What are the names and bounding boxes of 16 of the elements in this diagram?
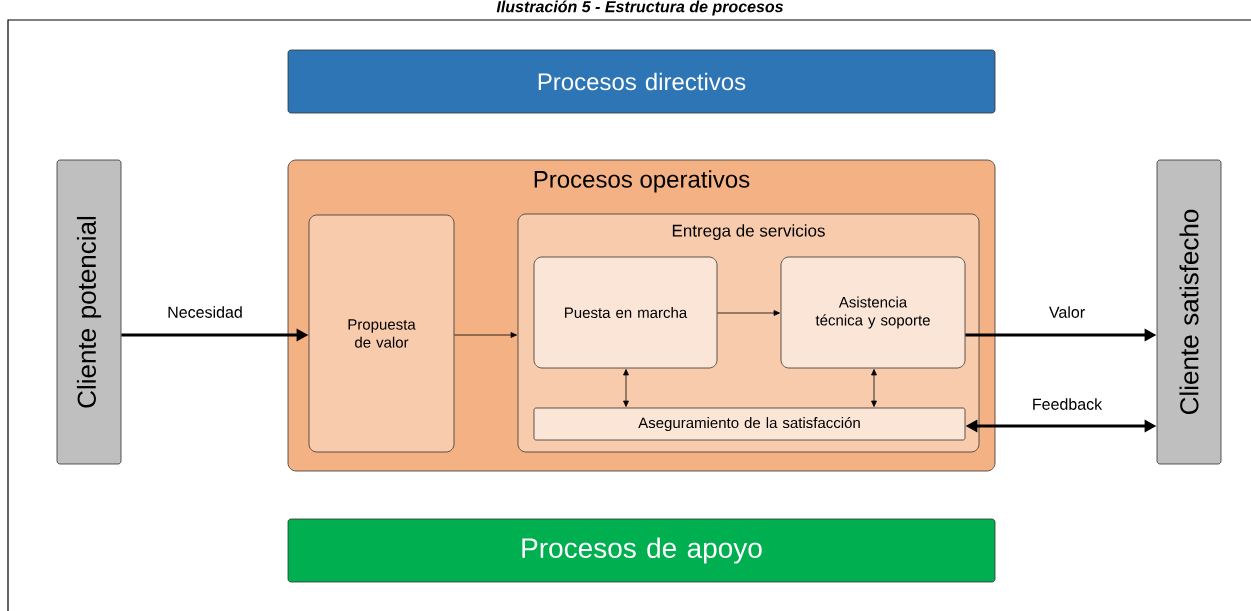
arrow — [623, 369, 629, 407]
figure-title: Ilustración 5 - Estructura de procesos — [496, 0, 784, 16]
edge-label: Valor — [1047, 305, 1087, 319]
edge-label: Feedback — [1030, 397, 1104, 411]
edge-label: Necesidad — [166, 305, 244, 319]
process-band: Procesos de apoyo — [287, 518, 996, 583]
client-box: Cliente potencial — [56, 159, 122, 465]
process-box: Puesta en marcha — [533, 256, 718, 369]
process-box: Aseguramiento de la satisfacción — [533, 407, 966, 441]
client-box: Cliente satisfecho — [1156, 159, 1222, 465]
arrow — [871, 369, 877, 407]
arrow — [717, 310, 780, 316]
process-box: Propuesta de valor — [308, 214, 455, 453]
process-box: Asistencia técnica y soporte — [780, 256, 966, 369]
process-band: Procesos directivos — [287, 49, 996, 114]
arrow — [454, 332, 517, 338]
